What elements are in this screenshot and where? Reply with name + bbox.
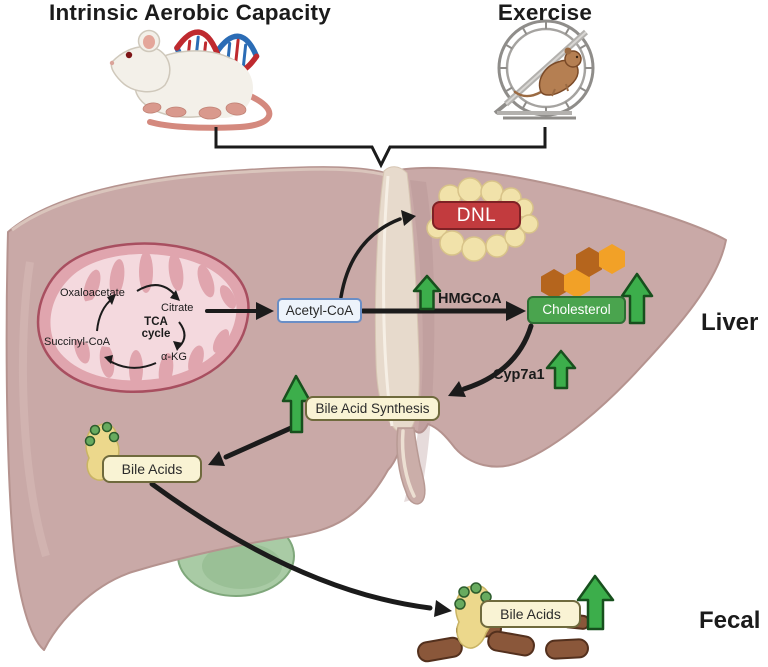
flow-arrowheads	[208, 210, 526, 617]
title-exercise: Exercise	[497, 0, 593, 25]
mitochondrion-icon	[36, 242, 250, 393]
tca-citrate: Citrate	[161, 302, 194, 314]
label-cyp7a1: Cyp7a1	[493, 367, 545, 383]
flow-arrows	[149, 217, 534, 611]
up-arrow-icons	[281, 272, 654, 631]
mouse-icon	[513, 47, 582, 98]
node-bile-acid-synthesis: Bile Acid Synthesis	[305, 396, 440, 421]
label-fecal: Fecal	[699, 607, 761, 634]
node-bile-acids-liver: Bile Acids	[102, 455, 202, 483]
tca-succinyl-coa: Succinyl-CoA	[44, 336, 111, 348]
up-arrow-hmgcoa	[412, 274, 442, 311]
running-wheel-icon	[493, 19, 595, 120]
cholesterol-hexagons-icon	[541, 244, 625, 299]
tca-alpha-kg: α-KG	[161, 351, 187, 363]
node-dnl: DNL	[432, 201, 521, 230]
up-arrow-cholesterol	[620, 272, 654, 325]
bile-icon	[84, 421, 120, 481]
up-arrow-fecal	[576, 574, 615, 631]
node-cholesterol: Cholesterol	[527, 296, 626, 324]
tca-cycle-title: TCA cycle	[141, 316, 171, 341]
label-liver: Liver	[701, 309, 759, 336]
node-acetyl-coa: Acetyl-CoA	[277, 298, 362, 323]
tca-oxaloacetate: Oxaloacetate	[60, 287, 125, 299]
bracket	[214, 127, 547, 169]
node-bile-acids-fecal: Bile Acids	[480, 600, 581, 628]
rat-icon	[109, 29, 273, 131]
label-hmgcoa: HMGCoA	[438, 291, 502, 307]
up-arrow-cyp7a1	[545, 349, 577, 390]
title-intrinsic-aerobic-capacity: Intrinsic Aerobic Capacity	[49, 0, 331, 25]
